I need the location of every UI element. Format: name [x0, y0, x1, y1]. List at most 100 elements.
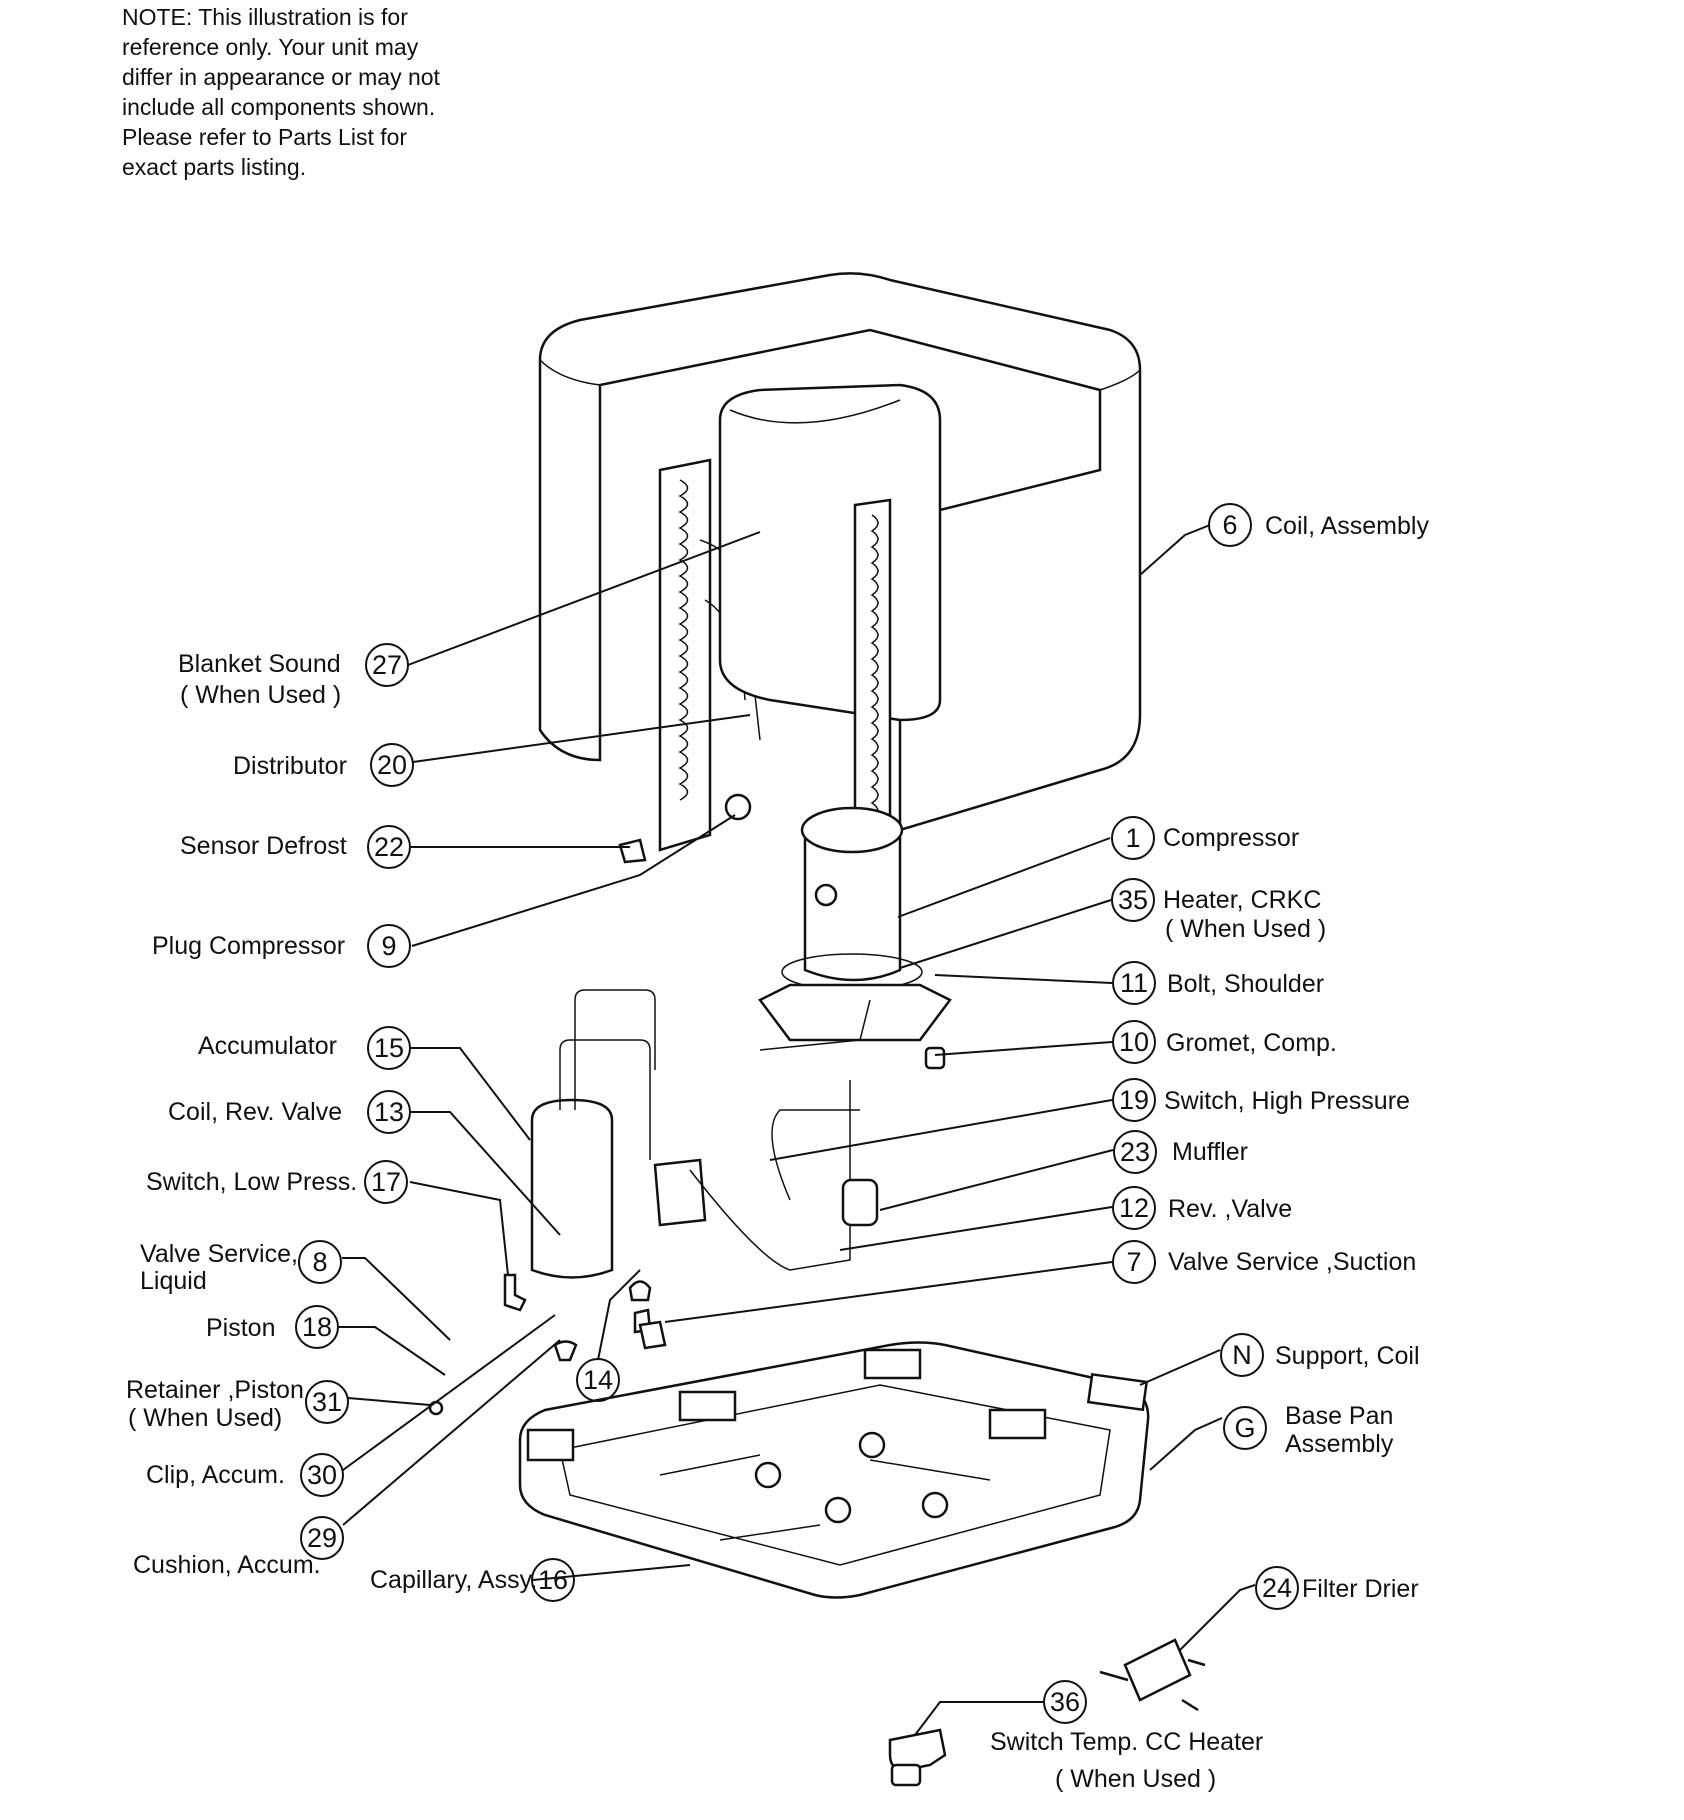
compressor-drawing — [758, 806, 952, 1042]
callout-label: Capillary, Assy. — [370, 1566, 537, 1594]
callout-label: Coil, Rev. Valve — [168, 1098, 342, 1126]
callout-label: Blanket Sound — [178, 650, 341, 678]
callout-number: 36 — [1050, 1687, 1080, 1717]
callout-G: G Base Pan Assembly — [1223, 1402, 1394, 1458]
callout-number: N — [1232, 1340, 1252, 1370]
callout-label: Support, Coil — [1275, 1342, 1420, 1370]
callout-18: 18 Piston — [206, 1305, 339, 1349]
callout-label: Liquid — [140, 1267, 207, 1295]
callout-label: Gromet, Comp. — [1166, 1029, 1337, 1057]
callout-7: 7 Valve Service ,Suction — [1112, 1240, 1416, 1284]
callout-label: Plug Compressor — [152, 932, 345, 960]
callout-N: N Support, Coil — [1220, 1333, 1420, 1377]
callout-29: 29 Cushion, Accum. — [133, 1516, 344, 1579]
callout-number: 16 — [538, 1565, 568, 1595]
callout-label: ( When Used) — [128, 1404, 282, 1432]
callout-label: Base Pan — [1285, 1402, 1393, 1430]
callout-number: 31 — [312, 1387, 342, 1417]
callout-number: 29 — [307, 1523, 337, 1553]
callout-15: 15 Accumulator — [198, 1026, 411, 1070]
callout-number: G — [1234, 1413, 1255, 1443]
callout-24: 24 Filter Drier — [1255, 1566, 1419, 1610]
support-coil-drawing — [1086, 1372, 1149, 1412]
callout-number: 19 — [1119, 1085, 1149, 1115]
callout-label: Rev. ,Valve — [1168, 1195, 1292, 1223]
callout-label: Retainer ,Piston — [126, 1376, 304, 1404]
leader-lines — [338, 524, 1256, 1736]
callout-13: 13 Coil, Rev. Valve — [168, 1090, 411, 1134]
callout-number: 23 — [1120, 1137, 1150, 1167]
callout-number: 22 — [374, 832, 404, 862]
callout-number: 12 — [1119, 1193, 1149, 1223]
note-line: Please refer to Parts List for — [122, 124, 408, 150]
callout-label: Switch, Low Press. — [146, 1168, 357, 1196]
callout-27: 27 Blanket Sound ( When Used ) — [178, 643, 409, 709]
callout-label: Clip, Accum. — [146, 1461, 285, 1489]
note-line: differ in appearance or may not — [122, 64, 440, 90]
callout-number: 11 — [1120, 968, 1148, 998]
callout-number: 13 — [374, 1097, 404, 1127]
callout-number: 1 — [1125, 823, 1140, 853]
base-pan-drawing — [518, 1341, 1150, 1599]
callout-22: 22 Sensor Defrost — [180, 825, 411, 869]
callout-label: ( When Used ) — [180, 681, 341, 709]
callout-label: ( When Used ) — [1055, 1765, 1216, 1793]
callout-number: 17 — [371, 1167, 401, 1197]
callout-label: Valve Service ,Suction — [1168, 1248, 1416, 1276]
callout-label: Bolt, Shoulder — [1167, 970, 1324, 998]
callout-label: Heater, CRKC — [1163, 886, 1321, 914]
callout-12: 12 Rev. ,Valve — [1112, 1186, 1292, 1230]
callout-number: 20 — [377, 750, 407, 780]
callout-6: 6 Coil, Assembly — [1208, 503, 1429, 547]
callout-16: 16 Capillary, Assy. — [370, 1558, 575, 1602]
callout-label: ( When Used ) — [1165, 915, 1326, 943]
callout-number: 10 — [1119, 1027, 1149, 1057]
callout-23: 23 Muffler — [1113, 1130, 1248, 1174]
callout-label: Filter Drier — [1302, 1575, 1419, 1603]
callout-number: 30 — [307, 1460, 337, 1490]
callout-label: Switch Temp. CC Heater — [990, 1728, 1263, 1756]
note-line: reference only. Your unit may — [122, 34, 419, 60]
callout-label: Distributor — [233, 752, 347, 780]
callout-label: Sensor Defrost — [180, 832, 347, 860]
note-line: exact parts listing. — [122, 154, 307, 180]
callout-number: 24 — [1262, 1573, 1292, 1603]
callout-17: 17 Switch, Low Press. — [146, 1160, 408, 1204]
callout-number: 15 — [374, 1033, 404, 1063]
callout-label: Piston — [206, 1314, 275, 1342]
callout-label: Cushion, Accum. — [133, 1551, 321, 1579]
coil-assembly-drawing — [538, 272, 1142, 882]
callout-8: 8 Valve Service, Liquid — [140, 1240, 342, 1295]
note-line: include all components shown. — [122, 94, 436, 120]
callout-label: Switch, High Pressure — [1164, 1087, 1410, 1115]
note-line: NOTE: This illustration is for — [122, 4, 408, 30]
callout-label: Coil, Assembly — [1265, 512, 1429, 540]
callout-10: 10 Gromet, Comp. — [1112, 1020, 1337, 1064]
callout-number: 7 — [1126, 1247, 1141, 1277]
accumulator-drawing — [530, 989, 871, 1279]
callout-label: Assembly — [1285, 1430, 1394, 1458]
callout-number: 8 — [312, 1247, 327, 1277]
callout-number: 27 — [372, 650, 402, 680]
callout-label: Valve Service, — [140, 1240, 298, 1268]
callout-label: Muffler — [1172, 1138, 1248, 1166]
callout-9: 9 Plug Compressor — [152, 924, 411, 968]
callout-30: 30 Clip, Accum. — [146, 1453, 344, 1497]
callout-label: Accumulator — [198, 1032, 337, 1060]
callout-number: 18 — [302, 1312, 332, 1342]
callout-14: 14 — [576, 1358, 620, 1402]
small-parts-drawing — [428, 793, 952, 1416]
callout-number: 14 — [583, 1365, 613, 1395]
callout-36: 36 Switch Temp. CC Heater ( When Used ) — [990, 1680, 1263, 1793]
callout-number: 6 — [1222, 510, 1237, 540]
callout-1: 1 Compressor — [1111, 816, 1299, 860]
callout-11: 11 Bolt, Shoulder — [1112, 961, 1324, 1005]
callout-35: 35 Heater, CRKC ( When Used ) — [1111, 878, 1326, 943]
filter-drier-drawing — [1099, 1638, 1206, 1712]
switch-temp-drawing — [888, 1728, 947, 1787]
callout-label: Compressor — [1163, 824, 1299, 852]
callout-19: 19 Switch, High Pressure — [1112, 1078, 1410, 1122]
callout-31: 31 Retainer ,Piston ( When Used) — [126, 1376, 349, 1432]
reference-note: NOTE: This illustration is for reference… — [122, 2, 482, 182]
